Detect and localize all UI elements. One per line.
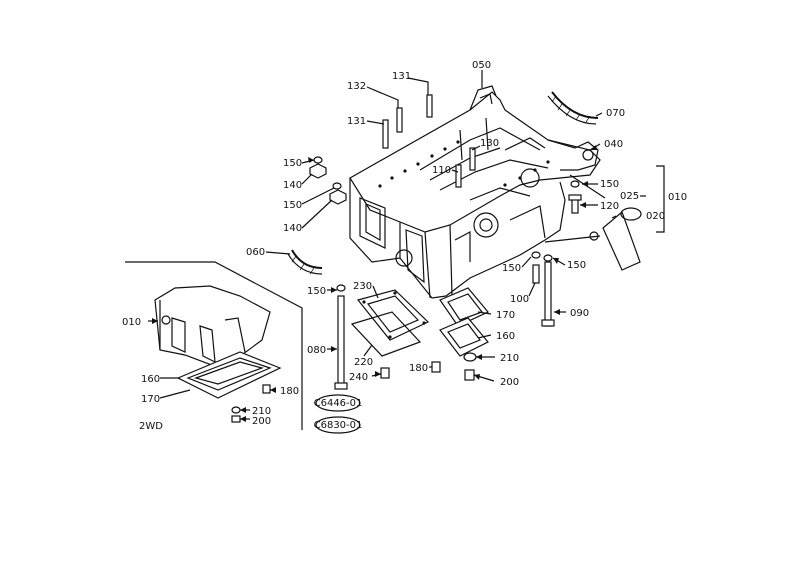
arrowheads bbox=[152, 145, 597, 422]
cover-170 bbox=[439, 287, 489, 327]
label-010-main: 010 bbox=[668, 192, 687, 203]
label-210-inset: 210 bbox=[252, 406, 271, 417]
label-160-inset: 160 bbox=[141, 374, 160, 385]
label-132: 132 bbox=[347, 81, 366, 92]
label-180-inset: 180 bbox=[280, 386, 299, 397]
right-fasteners bbox=[531, 180, 582, 327]
pipe-020 bbox=[544, 174, 642, 271]
bottom-fasteners bbox=[380, 352, 477, 381]
leader-lines bbox=[148, 70, 646, 420]
label-150-e: 150 bbox=[567, 260, 586, 271]
label-200-main: 200 bbox=[500, 377, 519, 388]
part-stamps: C6446-01 C6830-01 bbox=[314, 394, 363, 434]
label-120: 120 bbox=[600, 201, 619, 212]
label-080: 080 bbox=[307, 345, 326, 356]
cover-230 bbox=[356, 289, 430, 341]
studs bbox=[382, 94, 476, 188]
label-160-main: 160 bbox=[496, 331, 515, 342]
label-150-f: 150 bbox=[307, 286, 326, 297]
label-220: 220 bbox=[354, 357, 373, 368]
label-230: 230 bbox=[353, 281, 372, 292]
callout-labels: 050 070 040 131 132 131 130 110 150 140 … bbox=[122, 60, 687, 427]
stamp-top: C6446-01 bbox=[314, 398, 363, 409]
gasket-160 bbox=[439, 317, 489, 357]
label-130: 130 bbox=[480, 138, 499, 149]
label-240: 240 bbox=[349, 372, 368, 383]
group-bracket bbox=[656, 165, 665, 233]
label-100: 100 bbox=[510, 294, 529, 305]
label-040: 040 bbox=[604, 139, 623, 150]
bearing-cap-070 bbox=[547, 91, 599, 125]
bearing-cap-060 bbox=[287, 249, 323, 275]
stamp-bottom: C6830-01 bbox=[314, 420, 363, 431]
label-150-b: 150 bbox=[283, 200, 302, 211]
label-131-top: 131 bbox=[392, 71, 411, 82]
label-150-c: 150 bbox=[600, 179, 619, 190]
label-050: 050 bbox=[472, 60, 491, 71]
label-010-inset: 010 bbox=[122, 317, 141, 328]
label-170-main: 170 bbox=[496, 310, 515, 321]
label-170-inset: 170 bbox=[141, 394, 160, 405]
label-180-main: 180 bbox=[409, 363, 428, 374]
label-140-b: 140 bbox=[283, 223, 302, 234]
label-020: 020 bbox=[646, 211, 665, 222]
label-025: 025 bbox=[620, 191, 639, 202]
inset-title: 2WD bbox=[139, 421, 163, 432]
transmission-case bbox=[349, 85, 601, 299]
inset-2wd: 2WD bbox=[125, 261, 303, 432]
label-140-a: 140 bbox=[283, 180, 302, 191]
label-070: 070 bbox=[606, 108, 625, 119]
label-110: 110 bbox=[432, 165, 451, 176]
label-060: 060 bbox=[246, 247, 265, 258]
label-200-inset: 200 bbox=[252, 416, 271, 427]
label-131-mid: 131 bbox=[347, 116, 366, 127]
label-150-d: 150 bbox=[502, 263, 521, 274]
washers-left bbox=[309, 156, 347, 205]
label-150-a: 150 bbox=[283, 158, 302, 169]
label-090: 090 bbox=[570, 308, 589, 319]
label-210-main: 210 bbox=[500, 353, 519, 364]
long-bolt-080 bbox=[334, 284, 348, 390]
